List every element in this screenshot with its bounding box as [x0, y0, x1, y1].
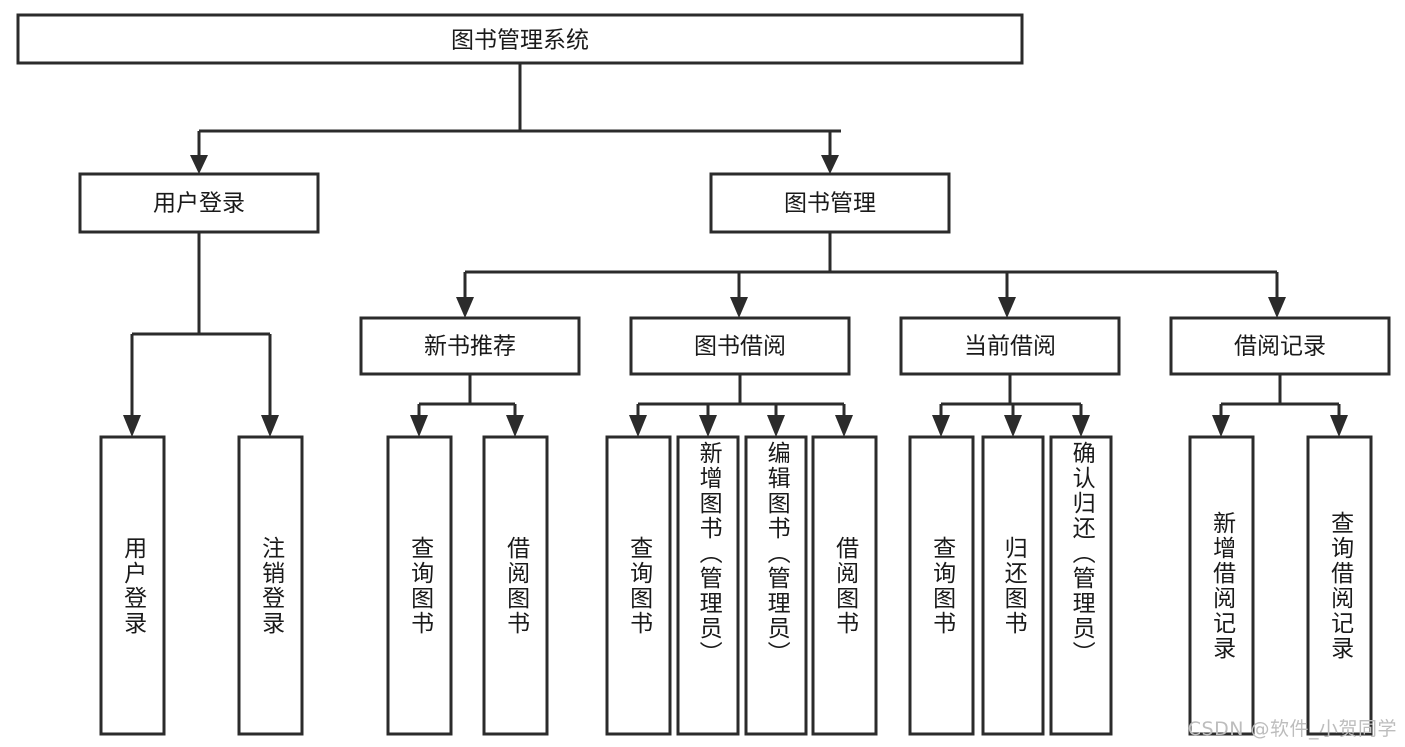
connector-bookborrow-to-leaves [629, 374, 853, 437]
node-book-management-label: 图书管理 [784, 191, 876, 217]
node-user-login-label: 用户登录 [153, 191, 245, 217]
node-leaf-confirm-return-box[interactable] [1049, 435, 1113, 736]
node-root[interactable]: 图书管理系统 [16, 13, 1024, 65]
node-layer: 图书管理系统 用户登录 图书管理 新书推荐 图书借阅 [16, 13, 1391, 736]
node-new-book-recommend[interactable]: 新书推荐 [359, 316, 581, 376]
watermark-text: CSDN @软件_小贺同学 [1187, 718, 1397, 740]
connector-currentborrow-to-leaves [932, 374, 1090, 437]
node-leaf-query-book-borrow-box[interactable] [605, 435, 672, 736]
node-root-label: 图书管理系统 [451, 28, 589, 54]
node-leaf-logout-login-box[interactable] [237, 435, 304, 736]
node-leaf-return-book-box[interactable] [981, 435, 1045, 736]
node-book-borrow[interactable]: 图书借阅 [629, 316, 851, 376]
node-user-login[interactable]: 用户登录 [78, 172, 320, 234]
connector-root-to-modules [190, 63, 841, 174]
node-current-borrow-label: 当前借阅 [964, 334, 1056, 360]
node-book-management[interactable]: 图书管理 [709, 172, 951, 234]
node-user-login-box[interactable] [78, 172, 320, 234]
node-leaf-add-book-box[interactable] [676, 435, 740, 736]
node-leaf-borrow-book-box[interactable] [811, 435, 878, 736]
node-borrow-record-box[interactable] [1169, 316, 1391, 376]
node-leaf-user-login-box[interactable] [99, 435, 166, 736]
node-leaf-edit-book-box[interactable] [744, 435, 808, 736]
node-book-borrow-box[interactable] [629, 316, 851, 376]
connector-layer [123, 63, 1348, 437]
node-current-borrow[interactable]: 当前借阅 [899, 316, 1121, 376]
node-leaf-query-book-recommend-box[interactable] [386, 435, 453, 736]
node-borrow-record-label: 借阅记录 [1234, 334, 1326, 360]
node-book-management-box[interactable] [709, 172, 951, 234]
connector-recommend-to-leaves [410, 374, 524, 437]
node-root-box[interactable] [16, 13, 1024, 65]
connector-bookmgmt-to-submodules [456, 232, 1286, 318]
node-leaf-query-borrow-record-box[interactable] [1306, 435, 1373, 736]
node-current-borrow-box[interactable] [899, 316, 1121, 376]
connector-userlogin-to-leaves [123, 232, 279, 437]
node-new-book-recommend-label: 新书推荐 [424, 334, 516, 360]
node-borrow-record[interactable]: 借阅记录 [1169, 316, 1391, 376]
node-leaf-add-borrow-record-box[interactable] [1188, 435, 1255, 736]
node-leaf-borrow-book-recommend-box[interactable] [482, 435, 549, 736]
node-book-borrow-label: 图书借阅 [694, 334, 786, 360]
node-leaf-query-book-current-box[interactable] [908, 435, 975, 736]
node-new-book-recommend-box[interactable] [359, 316, 581, 376]
connector-borrowrecord-to-leaves [1212, 374, 1348, 437]
